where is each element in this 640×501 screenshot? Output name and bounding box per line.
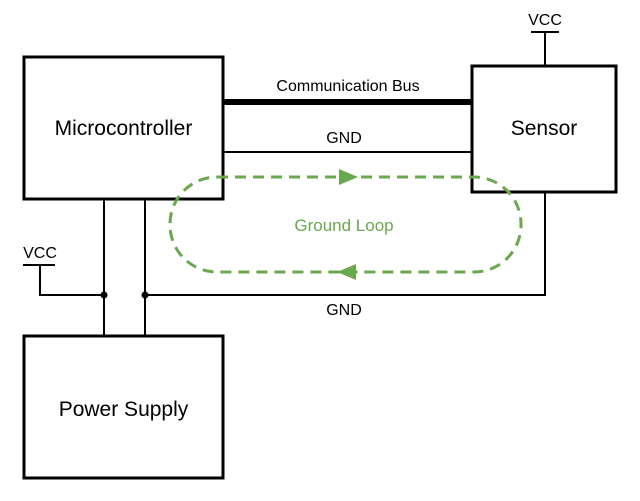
power-supply-block	[22, 334, 225, 480]
gnd-upper-label: GND	[326, 130, 362, 147]
ground-loop-label: Ground Loop	[294, 216, 393, 235]
sensor-label: Sensor	[511, 117, 578, 140]
gnd-lower-label: GND	[326, 302, 362, 319]
junction-dot-vcc	[100, 291, 108, 299]
vcc-left-wire	[39, 265, 104, 296]
communication-bus-label: Communication Bus	[276, 78, 419, 95]
microcontroller-label: Microcontroller	[55, 117, 193, 140]
ground-loop-arrow-right	[339, 169, 358, 185]
sensor-block	[470, 64, 618, 194]
power-supply-label: Power Supply	[59, 398, 189, 421]
ground-loop-arrow-left	[337, 264, 356, 280]
gnd-lower-wire	[145, 193, 546, 296]
vcc-left-label: VCC	[23, 245, 57, 262]
junction-dot-gnd	[141, 291, 149, 299]
microcontroller-block	[22, 55, 225, 201]
vcc-sensor-label: VCC	[528, 12, 562, 29]
